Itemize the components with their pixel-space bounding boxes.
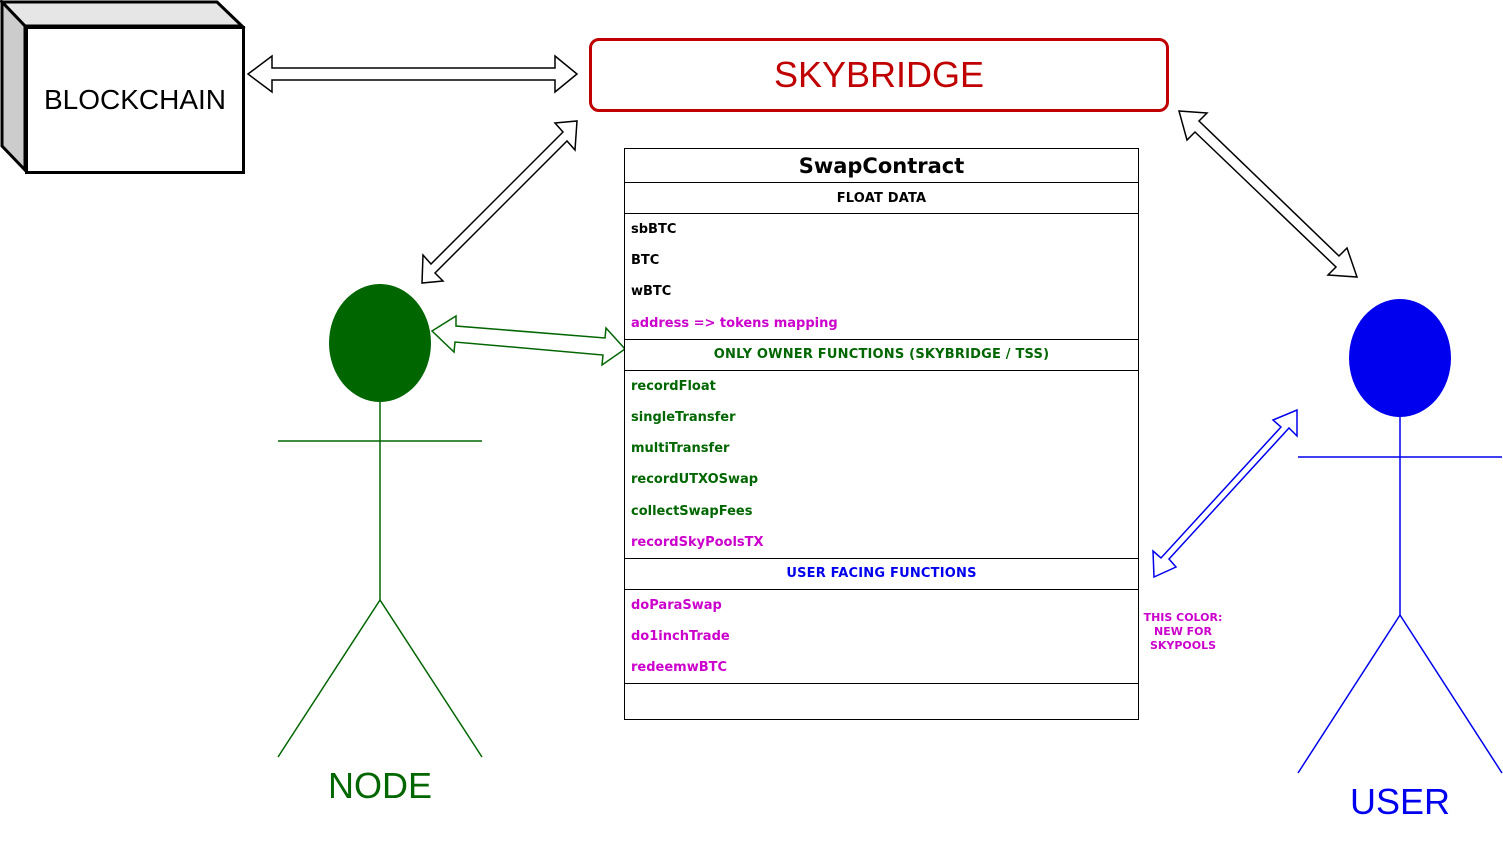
owner-function-item: singleTransfer (631, 409, 736, 425)
blockchain-box: BLOCKCHAIN (25, 26, 245, 174)
skybridge-label: SKYBRIDGE (773, 54, 985, 95)
owner-function-item: collectSwapFees (631, 503, 753, 519)
node-head (329, 284, 431, 402)
float-data-header: FLOAT DATA (625, 183, 1138, 214)
legend-line: THIS COLOR: (1143, 611, 1223, 624)
float-data-item: wBTC (631, 284, 672, 300)
float-data-item: BTC (631, 253, 660, 269)
legend-note: THIS COLOR: NEW FOR SKYPOOLS (1130, 611, 1236, 653)
node-stick-figure (277, 284, 483, 758)
user-stick-figure (1297, 299, 1503, 774)
arrow-skybridge-user (1177, 110, 1359, 278)
skybridge-box: SKYBRIDGE (589, 38, 1169, 112)
legend-line: NEW FOR (1153, 625, 1213, 638)
user-label: USER (1349, 781, 1451, 822)
arrow-skybridge-node (421, 120, 578, 284)
float-data-item: sbBTC (631, 222, 677, 237)
owner-function-item: recordFloat (631, 378, 716, 394)
legend-line: SKYPOOLS (1149, 639, 1217, 652)
user-head (1349, 299, 1451, 417)
blockchain-label: BLOCKCHAIN (43, 84, 227, 115)
owner-function-item: multiTransfer (631, 441, 730, 457)
user-function-item: redeemwBTC (631, 660, 728, 676)
owner-functions-header: ONLY OWNER FUNCTIONS (SKYBRIDGE / TSS) (625, 338, 1138, 371)
user-function-item: doParaSwap (631, 597, 722, 613)
user-functions-header: USER FACING FUNCTIONS (625, 557, 1138, 590)
arrow-blockchain-skybridge (246, 54, 579, 94)
owner-functions-list: recordFloat singleTransfer multiTransfer… (625, 371, 1138, 558)
swap-contract-table: SwapContract FLOAT DATA sbBTC BTC wBTC a… (624, 148, 1139, 720)
float-data-list: sbBTC BTC wBTC address => tokens mapping (625, 214, 1138, 339)
swap-contract-title: SwapContract (625, 149, 1138, 183)
node-label: NODE (327, 765, 432, 806)
arrow-node-contract (430, 314, 627, 367)
owner-function-item: recordSkyPoolsTX (631, 534, 764, 550)
float-data-item: address => tokens mapping (631, 315, 838, 331)
arrow-user-contract (1152, 408, 1298, 579)
owner-function-item: recordUTXOSwap (631, 472, 759, 488)
user-functions-list: doParaSwap do1inchTrade redeemwBTC (625, 590, 1138, 685)
user-function-item: do1inchTrade (631, 629, 730, 645)
